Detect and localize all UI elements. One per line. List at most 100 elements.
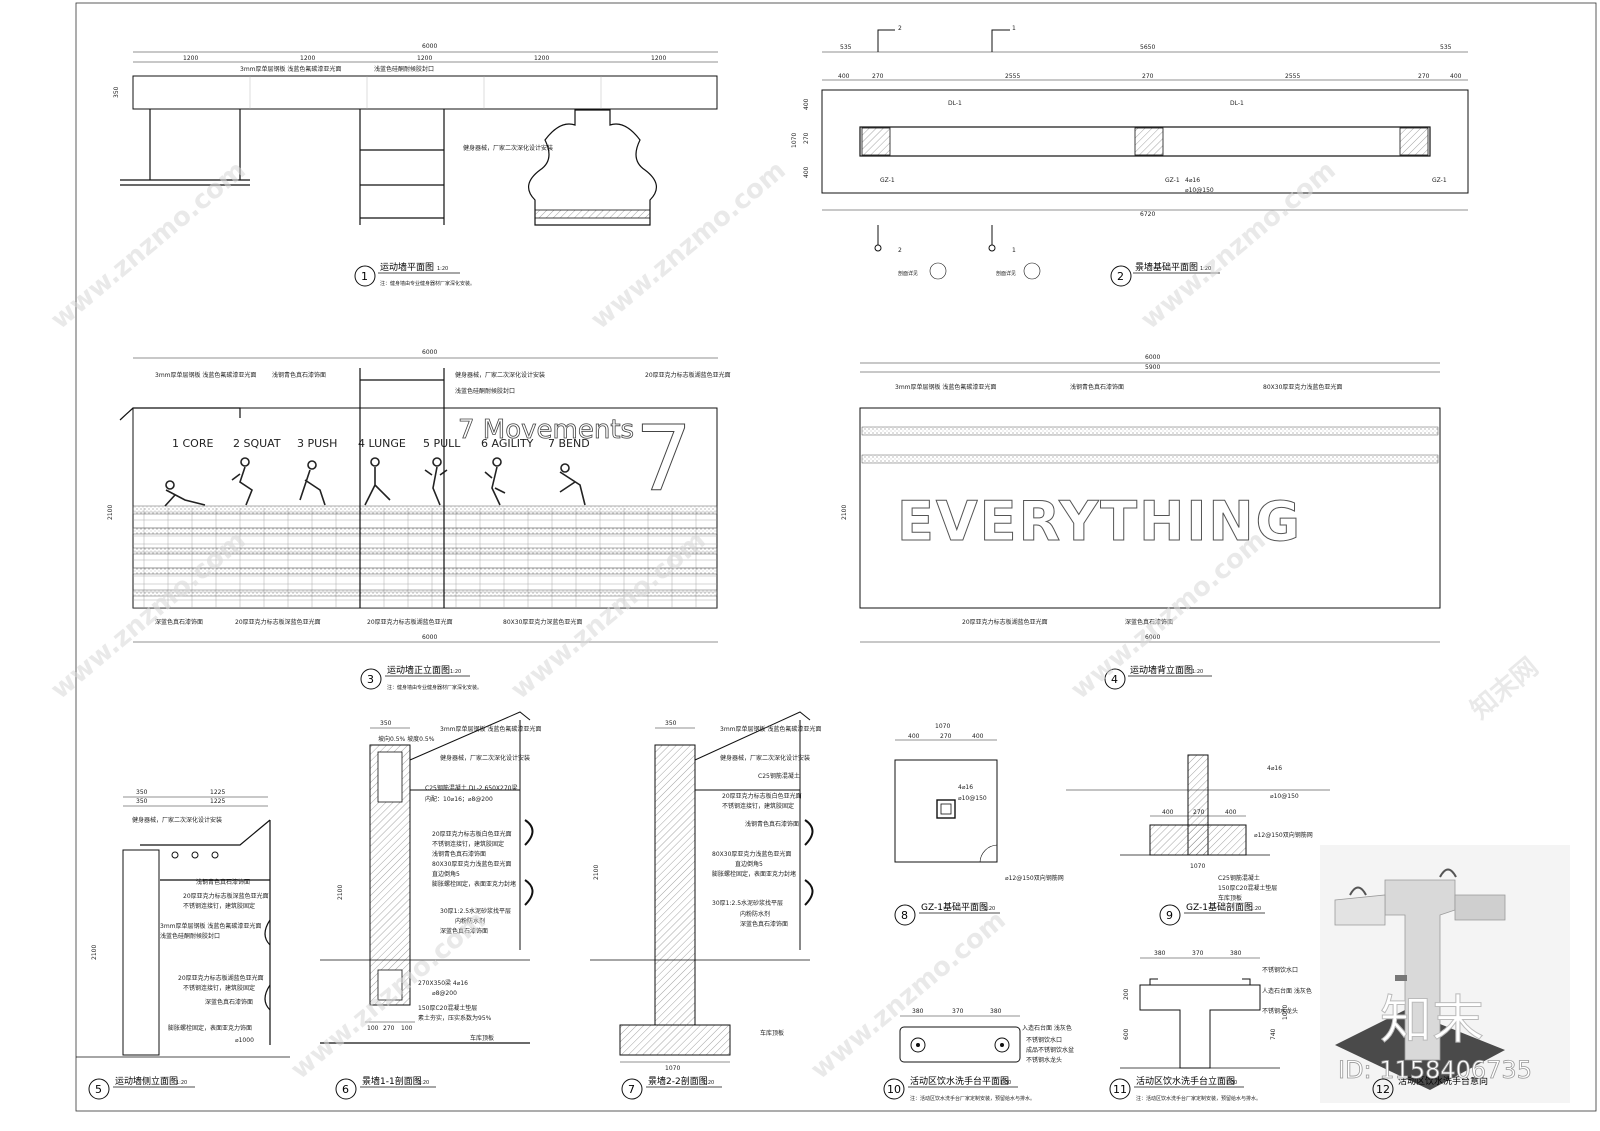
label: 深蓝色真石漆饰面 (440, 927, 488, 935)
dim: 2100 (841, 505, 848, 520)
label: 深蓝色真石漆饰面 (1125, 618, 1173, 626)
label: 80X30厚亚克力浅蓝色亚光面 (432, 860, 511, 868)
label: 车库顶板 (760, 1029, 784, 1037)
dim: 400 (908, 733, 920, 740)
label: 20厚亚克力标志板白色亚光面 (722, 792, 802, 800)
dim: 2555 (1285, 73, 1300, 80)
label: 车库顶板 (1218, 894, 1242, 902)
label: ⌀8@200 (432, 990, 457, 997)
label: 4⌀16 (1185, 177, 1200, 184)
dim: 270 (872, 73, 884, 80)
view-note: 注：活动区饮水洗手台厂家定制安装，预留给水与排水。 (910, 1095, 1035, 1102)
ref: 剖面详见 (898, 270, 918, 277)
label: 健身器械，厂家二次深化设计安装 (440, 754, 530, 762)
label: 3mm厚单层钢板 浅蓝色氟碳漆亚光面 (895, 383, 996, 391)
ref: 剖面详见 (996, 270, 1016, 277)
view-note: 注：健身墙由专业健身器材厂家深化安装。 (387, 684, 482, 691)
dim: 400 (1162, 809, 1174, 816)
label: 3mm厚单层钢板 浅蓝色氟碳漆亚光面 (720, 725, 821, 733)
label: DL-1 (1230, 100, 1244, 107)
label: 不锈钢连接钉，建筑胶固定 (183, 984, 255, 992)
view-title: GZ-1基础平面图 (921, 901, 988, 913)
label: 不锈钢连接钉，建筑胶固定 (183, 902, 255, 910)
dim: 2100 (337, 885, 344, 900)
label: 3mm厚单层钢板 浅蓝色氟碳漆亚光面 (440, 725, 541, 733)
label: 3mm厚单层钢板 浅蓝色氟碳漆亚光面 (160, 922, 261, 930)
label: 80X30厚亚克力浅蓝色亚光面 (712, 850, 791, 858)
dim: 6000 (1145, 634, 1160, 641)
view-title: 景墙1-1剖面图 (362, 1075, 422, 1087)
label: 直边倒角5 (432, 870, 460, 878)
movement-label: 4 LUNGE (358, 437, 406, 450)
dim: 370 (1192, 950, 1204, 957)
view-scale: 1:20 (437, 266, 448, 272)
watermark-site: www.znzmo.com (805, 905, 1011, 1085)
label: 不锈钢连接钉，建筑胶固定 (432, 840, 504, 848)
label: 80X30厚亚克力浅蓝色亚光面 (1263, 383, 1342, 391)
dim-seg: 1200 (300, 55, 315, 62)
dim: 2555 (1005, 73, 1020, 80)
label: 20厚亚克力标志板深蓝色亚光面 (235, 618, 321, 626)
dim: 370 (952, 1008, 964, 1015)
label: C25钢筋混凝土 (758, 772, 800, 780)
dim: 2100 (107, 505, 114, 520)
label: 不锈钢水龙头 (1026, 1056, 1062, 1064)
view-title: GZ-1基础剖面图 (1186, 901, 1253, 913)
label: 深蓝色真石漆饰面 (155, 618, 203, 626)
dim: 5650 (1140, 44, 1155, 51)
label: 入造石台面 浅灰色 (1022, 1024, 1072, 1032)
label: 80X30厚亚克力深蓝色亚光面 (503, 618, 582, 626)
view-number: 6 (342, 1083, 349, 1096)
label: 30厚1:2.5水泥砂浆找平层 (712, 899, 783, 907)
label: 270X350梁 4⌀16 (418, 979, 468, 987)
label: 浅钢青色真石漆饰面 (432, 850, 486, 858)
label: ⌀12@150双向钢筋网 (1254, 831, 1313, 839)
label: 内配：10⌀16；⌀8@200 (425, 795, 493, 803)
watermark-logo: 知末 (1380, 991, 1484, 1051)
dim: 1070 (665, 1065, 680, 1072)
view-title: 运动墙正立面图 (387, 664, 450, 676)
movement-label: 2 SQUAT (233, 437, 281, 450)
label: 不锈钢饮水口 (1026, 1036, 1062, 1044)
view-12-fountain-image: 12 活动区饮水洗手台意向 (1320, 845, 1570, 1103)
view-number: 7 (628, 1083, 635, 1096)
watermark-brand: 知末网 (1465, 652, 1544, 725)
label: 20厚亚克力标志板白色亚光面 (432, 830, 512, 838)
dim-seg: 1200 (534, 55, 549, 62)
slogan: EVERYTHING (897, 490, 1302, 553)
label: 健身器械，厂家二次深化设计安装 (455, 371, 545, 379)
view-title: 景墙基础平面图 (1135, 261, 1198, 273)
dim: 6000 (422, 349, 437, 356)
dim: 600 (1123, 1028, 1130, 1040)
view-scale: 1:30 (1000, 1080, 1011, 1086)
dim: 270 (1193, 809, 1205, 816)
dim: 400 (803, 166, 810, 178)
label: 不锈钢连接钉，建筑胶固定 (722, 802, 794, 810)
dim: 400 (972, 733, 984, 740)
label: DL-1 (948, 100, 962, 107)
label: 浅钢青色真石漆饰面 (272, 371, 326, 379)
dim: 1070 (1190, 863, 1205, 870)
view-title: 景墙2-2剖面图 (648, 1075, 708, 1087)
dim: 270 (940, 733, 952, 740)
label: ⌀10@150 (1185, 187, 1214, 194)
dim: 740 (1270, 1028, 1277, 1040)
dim: 535 (1440, 44, 1452, 51)
label: 成品不锈钢饮水盆 (1026, 1046, 1074, 1054)
view-number: 12 (1376, 1083, 1390, 1096)
view-10-fountain-plan: 380 370 380 入造石台面 浅灰色 不锈钢饮水口 成品不锈钢饮水盆 不锈… (883, 1008, 1074, 1102)
label: 健身器械，厂家二次深化设计安装 (463, 144, 553, 152)
label: 膨胀螺栓固定，表面亚克力封堵 (712, 870, 796, 878)
view-scale: 1:20 (984, 906, 995, 912)
label: 4⌀16 (1267, 765, 1282, 772)
view-title: 运动墙侧立面图 (115, 1075, 178, 1087)
view-scale: 1:30 (1226, 1080, 1237, 1086)
section-mark: 2 (898, 247, 902, 254)
dim: 270 (1418, 73, 1430, 80)
view-title: 活动区饮水洗手台意向 (1398, 1075, 1488, 1087)
view-title: 运动墙平面图 (380, 261, 434, 273)
label: 浅蓝色硅酮耐候胶封口 (374, 65, 434, 73)
label: C25钢筋混凝土 DL-2 650X270梁 (425, 784, 518, 792)
dim: 1000 (1282, 1005, 1289, 1020)
sheet-frame (75, 2, 1597, 1112)
